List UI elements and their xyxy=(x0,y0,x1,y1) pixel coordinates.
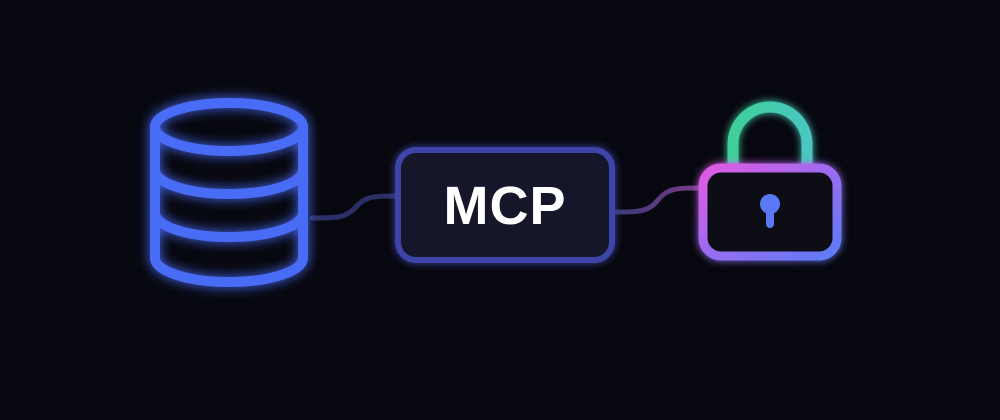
connector-left xyxy=(309,193,403,221)
mcp-server-box: MCP xyxy=(395,147,615,263)
keyhole-icon xyxy=(760,194,780,228)
lock-shackle xyxy=(727,101,813,176)
mcp-label: MCP xyxy=(444,176,567,236)
lock-icon xyxy=(698,101,842,261)
database-icon xyxy=(150,98,308,287)
connector-right xyxy=(609,185,705,215)
